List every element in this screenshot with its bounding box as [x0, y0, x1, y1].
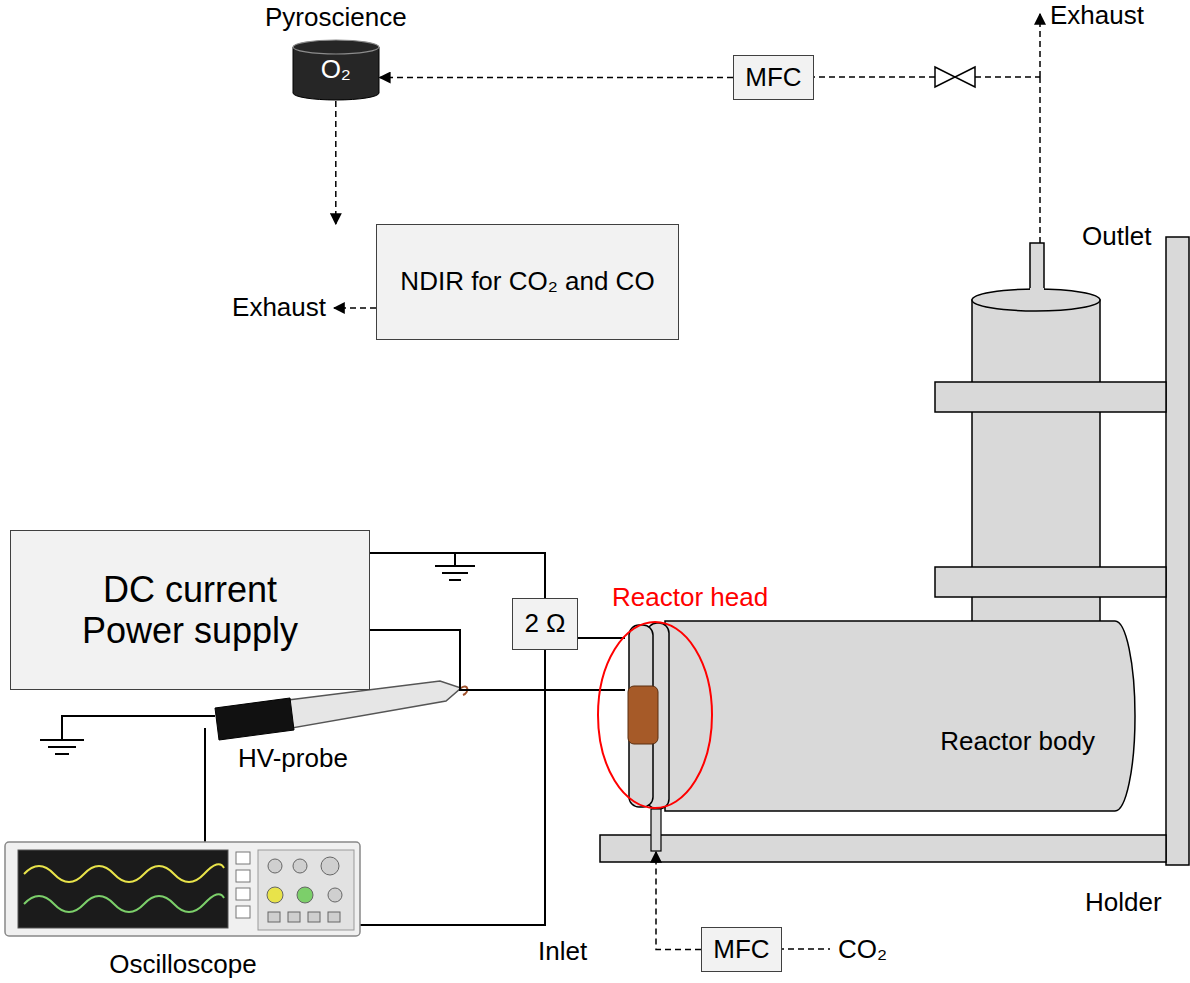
holder-base [600, 835, 1166, 862]
oscilloscope-knob [293, 859, 307, 873]
column-top [972, 289, 1100, 311]
oscilloscope-knob [321, 857, 339, 875]
head-highlight [598, 622, 712, 808]
exhaust-line [334, 307, 376, 309]
box-label: MFC [713, 935, 769, 965]
sensor-symbol: O₂ [321, 55, 351, 85]
probe-cable [204, 728, 206, 842]
oscilloscope-frame [5, 842, 360, 936]
oscilloscope-button [308, 912, 320, 922]
sensor-cylinder: O₂ [292, 39, 380, 101]
gas-line [335, 101, 337, 224]
reactor-name: Reactor body [940, 727, 1095, 757]
box-label: NDIR for CO₂ and CO [400, 267, 654, 297]
reactor-cylinder [665, 621, 1135, 811]
outlet-pipe [1030, 243, 1044, 301]
oscilloscope-button [236, 906, 250, 918]
gas-analyzer-box: NDIR for CO₂ and CO [376, 224, 679, 340]
oscilloscope-button [288, 912, 300, 922]
electric-wire [370, 630, 625, 690]
stand-pole [1166, 237, 1189, 865]
oscilloscope-panel [258, 850, 354, 930]
valve-symbol [935, 67, 975, 87]
oscilloscope-button [236, 870, 250, 882]
box-label: 2 Ω [524, 609, 565, 639]
probe-handle [215, 698, 294, 740]
cylinder-body [293, 47, 379, 100]
probe-label: HV-probe [238, 744, 348, 774]
sensor-name: Pyroscience [265, 3, 407, 33]
oscilloscope-knob [267, 887, 283, 903]
exhaust-label: Exhaust [1050, 1, 1144, 31]
oscilloscope-knob [328, 888, 342, 902]
box-label: DC current Power supply [55, 569, 325, 652]
resistor-box: 2 Ω [512, 598, 578, 650]
exhaust-line [1039, 14, 1041, 77]
gas-supply-line [778, 948, 830, 950]
clamp-bar [935, 382, 1166, 412]
box-label: MFC [745, 63, 801, 93]
exhaust-label: Exhaust [232, 293, 326, 323]
reactor-head-label: Reactor head [612, 583, 768, 613]
oscilloscope-screen [18, 850, 228, 928]
gas-line [380, 77, 733, 79]
gas-label: CO₂ [838, 935, 887, 965]
oscilloscope-button [236, 888, 250, 900]
reactor-body: Reactor body [625, 619, 1140, 852]
outlet-pipe-joint [1030, 288, 1044, 300]
mass-flow-controller: MFC [701, 927, 782, 972]
yellow-trace [24, 864, 224, 882]
power-supply-box: DC current Power supply [10, 530, 370, 690]
clamp-bar [935, 567, 1166, 597]
electric-wire [578, 637, 625, 639]
inlet-pipe [651, 809, 661, 851]
inlet-label: Inlet [538, 937, 587, 967]
oscilloscope-button [328, 912, 340, 922]
oscilloscope-label: Oscilloscope [109, 950, 256, 980]
oscilloscope-button [268, 912, 280, 922]
ground-symbol [40, 716, 215, 754]
electrode [628, 686, 658, 744]
cylinder-top [293, 40, 379, 54]
green-trace [24, 894, 224, 912]
gas-line [656, 852, 701, 950]
mass-flow-controller: MFC [733, 55, 814, 100]
oscilloscope-knob [268, 859, 282, 873]
oxygen-sensor: PyroscienceO₂ [265, 3, 407, 101]
oscilloscope-button [236, 852, 250, 864]
ground-symbol [435, 553, 475, 580]
holder-label: Holder [1085, 888, 1162, 918]
oscilloscope-knob [297, 887, 313, 903]
gas-line [809, 77, 1040, 243]
electric-wire [370, 553, 545, 598]
outlet-label: Outlet [1082, 222, 1151, 252]
